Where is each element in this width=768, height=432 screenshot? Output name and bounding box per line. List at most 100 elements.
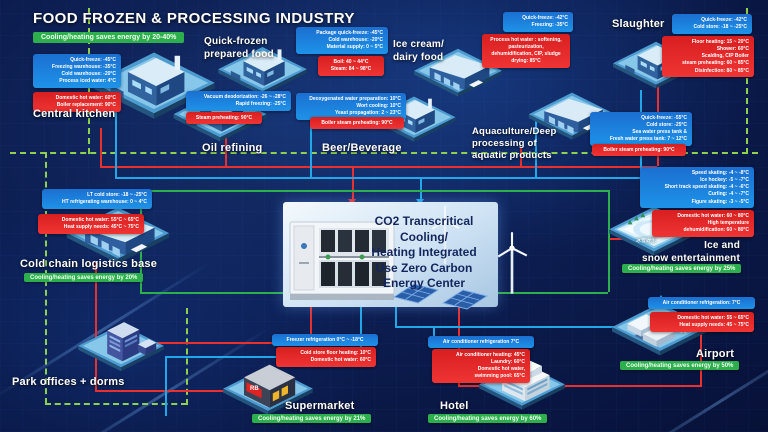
stat: Quick-freeze: -55°C bbox=[641, 114, 687, 121]
stat: LT cold store: -18 ~ -25°C bbox=[87, 191, 147, 198]
stat: Scalding, CIP Boiler bbox=[701, 53, 749, 59]
title-line: Energy Center bbox=[382, 276, 466, 291]
central-kitchen-cooling-box: Quick-freeze: -45°C Freezing warehouse: … bbox=[33, 54, 121, 88]
heating-pipe-line bbox=[95, 342, 312, 344]
ice-snow-cooling-box: Speed skating: -4 ~ -8°C Ice hockey: -5 … bbox=[640, 167, 754, 209]
stat: Cold store: -25°C bbox=[646, 121, 687, 128]
label-line: Aquaculture/Deep bbox=[472, 126, 557, 137]
stat: Domestic hot water: 60°C bbox=[310, 356, 371, 363]
heating-pipe-line bbox=[520, 148, 522, 166]
supermarket-energy-saving-badge: Cooling/heating saves energy by 21% bbox=[252, 414, 372, 423]
stat: Boiler steam preheating: 90°C bbox=[603, 146, 675, 153]
ice-cream-heating-box: Process hot water : softening, pasteuriz… bbox=[482, 34, 570, 68]
stat: Ice hockey: -5 ~ -7°C bbox=[700, 176, 749, 183]
quick-frozen-label: Quick-frozen prepared food bbox=[204, 36, 274, 61]
label-line: Ice and bbox=[704, 240, 740, 251]
heating-pipe-line bbox=[700, 332, 702, 385]
energy-center-title: CO2 Transcritical Cooling/ Heating Integ… bbox=[352, 214, 496, 292]
heating-pipe-line bbox=[100, 128, 102, 166]
stat: Yeast propagation: 2 ~ 23°C bbox=[334, 110, 401, 116]
title-line: Use Zero Carbon bbox=[375, 260, 473, 275]
slaughter-label: Slaughter bbox=[612, 18, 665, 30]
oil-refining-label: Oil refining bbox=[202, 142, 263, 154]
stat: Figure skating: -3 ~ -5°C bbox=[691, 198, 749, 205]
stat: Quick-freeze: -42°C bbox=[701, 16, 747, 23]
stat: Cold store floor heating: 10°C bbox=[300, 349, 371, 356]
stat: Domestic hot water, bbox=[477, 366, 525, 372]
stat: High temperature bbox=[707, 219, 749, 226]
label-line: Quick-frozen bbox=[204, 36, 268, 47]
airport-energy-saving-badge: Cooling/heating saves energy by 50% bbox=[620, 361, 740, 370]
stat: Process iced water: 4°C bbox=[59, 78, 116, 85]
cold-chain-illustration bbox=[52, 202, 184, 266]
stat: Wort cooling: 10°C bbox=[356, 102, 401, 109]
cooling-pipe-line bbox=[310, 108, 312, 177]
hotel-label: Hotel bbox=[440, 400, 469, 412]
cold-chain-energy-saving-badge: Cooling/heating saves energy by 20% bbox=[24, 273, 144, 282]
co2-unit-illustration bbox=[289, 221, 395, 300]
stat: Boil: 40 ~ 44°C bbox=[333, 58, 369, 65]
beer-beverage-cooling-box: Deoxygenated water preparation: 10°C Wor… bbox=[296, 93, 406, 120]
heating-pipe-line bbox=[310, 307, 312, 342]
ice-snow-label: Ice and snow entertainment bbox=[640, 240, 740, 265]
stat: Short track speed skating: -4 ~ -6°C bbox=[664, 184, 749, 190]
heating-pipe-line bbox=[458, 385, 702, 387]
zone-border-dashed bbox=[45, 403, 187, 405]
airport-cooling-box: Air conditioner refrigeration: 7°C bbox=[648, 297, 755, 310]
supermarket-heating-box: Cold store floor heating: 10°C Domestic … bbox=[276, 347, 376, 367]
energy-loop-line bbox=[608, 190, 610, 292]
heating-pipe-line bbox=[95, 262, 97, 391]
solar-panel-icon bbox=[441, 289, 489, 310]
stat: HT refrigerating warehouse: 0 ~ 4°C bbox=[62, 198, 147, 205]
stat: Material supply: 0 ~ 5°C bbox=[326, 44, 383, 50]
aquaculture-label: Aquaculture/Deep processing of aquatic p… bbox=[472, 126, 557, 162]
zone-border-dashed bbox=[10, 152, 758, 154]
cooling-pipe-line bbox=[395, 326, 661, 328]
oil-refining-cooling-box: Vacuum deodorization: -26 ~ -28°C Rapid … bbox=[186, 91, 291, 111]
heating-pipe-line bbox=[352, 166, 354, 202]
heating-pipe-line bbox=[100, 166, 657, 168]
solar-panel-icon bbox=[392, 283, 440, 304]
airport-label: Airport bbox=[696, 348, 735, 360]
label-line: dairy food bbox=[393, 51, 444, 63]
energy-loop-line bbox=[140, 190, 608, 192]
stat: Laundry: 60°C bbox=[491, 358, 525, 365]
stat: Air conditioner refrigeration: 7°C bbox=[662, 299, 741, 306]
supermarket-sign: RB bbox=[250, 386, 259, 392]
cooling-pipe-line bbox=[395, 307, 397, 327]
stat: Cold warehouse: -20°C bbox=[61, 71, 116, 77]
wind-turbine-icon bbox=[497, 232, 528, 294]
label-line: snow entertainment bbox=[641, 252, 740, 264]
zone-border-dashed bbox=[746, 8, 748, 154]
supermarket-label: Supermarket bbox=[285, 400, 355, 412]
park-offices-illustration bbox=[75, 300, 167, 378]
cooling-pipe-line bbox=[165, 356, 167, 416]
stat: Curling: -4 ~ -7°C bbox=[708, 191, 749, 198]
header-energy-saving-badge: Cooling/heating saves energy by 20-40% bbox=[33, 32, 185, 43]
quick-frozen-heating-box: Boil: 40 ~ 44°C Steam: 84 ~ 98°C bbox=[318, 56, 384, 76]
cooling-pipe-line bbox=[420, 177, 422, 202]
quick-frozen-cooling-box: Package quick-freeze: -45°C Cold warehou… bbox=[296, 27, 388, 54]
cooling-pipe-line bbox=[115, 177, 640, 179]
title-line: CO2 Transcritical Cooling/ bbox=[374, 214, 474, 244]
stat: Heat supply needs: 45 ~ 75°C bbox=[679, 321, 749, 328]
stat: Domestic hot water: 60 ~ 80°C bbox=[677, 212, 749, 219]
stat: Disinfection: 80 ~ 85°C bbox=[694, 67, 749, 74]
cooling-pipe-line bbox=[433, 326, 435, 338]
stat: Speed skating: -4 ~ -8°C bbox=[691, 169, 749, 176]
label-line: Ice cream/ bbox=[393, 39, 444, 50]
airport-heating-box: Domestic hot water: 55 ~ 65°C Heat suppl… bbox=[650, 312, 754, 332]
hotel-cooling-box: Air conditioner refrigeration 7°C bbox=[428, 336, 534, 349]
stat: Quick-freeze: -45°C bbox=[70, 56, 116, 63]
title-line: Heating Integrated bbox=[371, 245, 477, 260]
stat: Boiler replacement: 90°C bbox=[56, 101, 116, 108]
ice-cream-dairy-label: Ice cream/ dairy food bbox=[393, 39, 444, 64]
stat: Freezing warehouse: -35°C bbox=[52, 63, 116, 70]
cooling-pipe-line bbox=[165, 356, 361, 358]
aquaculture-heating-box: Boiler steam preheating: 90°C bbox=[592, 144, 686, 157]
stat: dehumidification: 60 ~ 80°C bbox=[683, 227, 750, 233]
cooling-pipe-line bbox=[360, 307, 362, 357]
hotel-energy-saving-badge: Cooling/heating saves energy by 60% bbox=[428, 414, 548, 423]
stat: Steam preheating: 90°C bbox=[195, 114, 253, 121]
